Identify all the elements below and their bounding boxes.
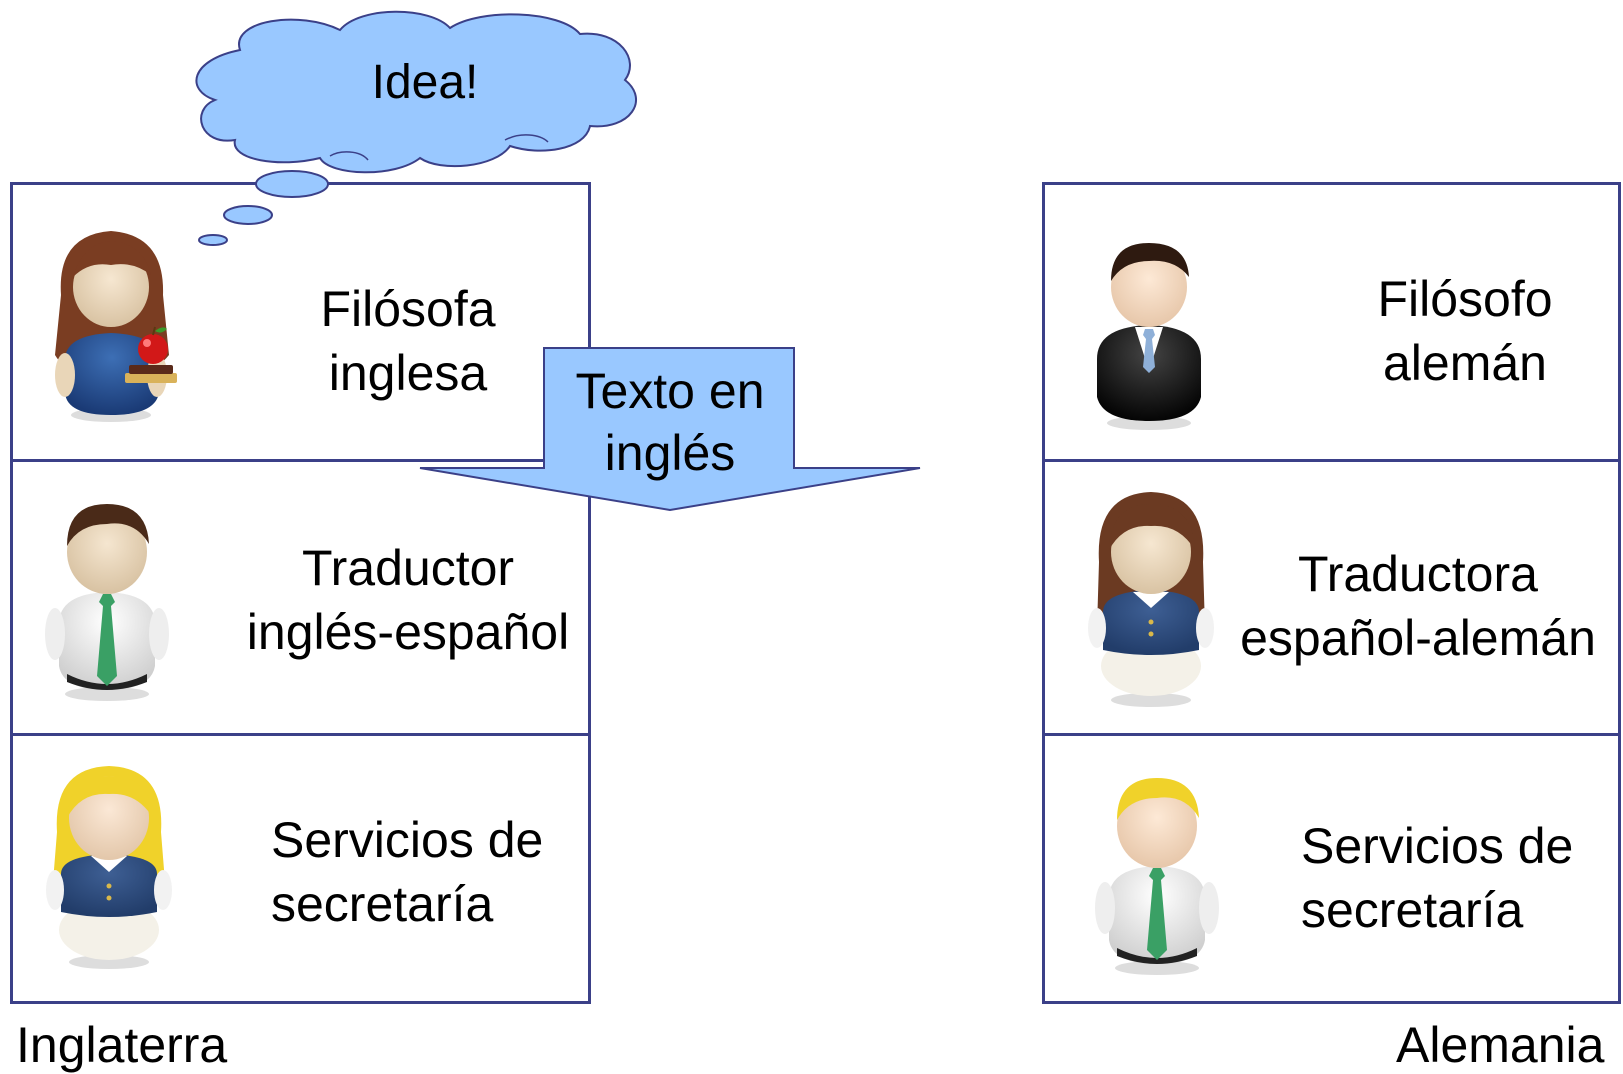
germany-translator-line2: español-alemán [1240,610,1596,666]
blonde-man-white-shirt-icon [1095,778,1219,975]
arrow-text-line2: inglés [605,425,736,481]
thought-dot-large [255,170,329,198]
england-row-philosopher: Filósofa inglesa [13,185,588,459]
woman-teacher-icon [55,231,177,422]
thought-dot-medium [223,205,273,225]
thought-bubble-text: Idea! [372,56,479,109]
england-philosopher-label: Filósofa inglesa [293,277,523,405]
england-translator-line1: Traductor [301,540,515,596]
germany-row-philosopher: Filósofo alemán [1045,185,1618,459]
germany-translator-line1: Traductora [1298,546,1538,602]
arrow-text-line1: Texto en [575,363,764,419]
country-label-germany: Alemania [1396,1017,1605,1073]
germany-row-translator: Traductora español-alemán [1045,459,1618,733]
man-white-shirt-icon [45,504,169,701]
germany-stack: Filósofo alemán [1042,182,1621,1004]
germany-philosopher-label: Filósofo alemán [1345,267,1585,395]
germany-secretary-line2: secretaría [1301,882,1524,938]
man-black-suit-icon [1097,243,1201,430]
germany-secretary-line1: Servicios de [1301,818,1574,874]
england-secretary-line1: Servicios de [271,812,544,868]
england-philosopher-line2: inglesa [328,345,488,401]
england-stack: Filósofa inglesa [10,182,591,1004]
germany-translator-label: Traductora español-alemán [1223,542,1613,670]
germany-secretary-label: Servicios de secretaría [1301,814,1601,942]
england-secretary-line2: secretaría [271,876,494,932]
country-label-england: Inglaterra [16,1017,228,1073]
text-arrow: Texto en inglés [419,347,921,512]
brunette-woman-vest-icon [1088,492,1214,707]
england-secretary-label: Servicios de secretaría [271,808,571,936]
england-translator-line2: inglés-español [246,604,570,660]
england-row-secretary: Servicios de secretaría [13,733,588,1001]
germany-row-secretary: Servicios de secretaría [1045,733,1618,1001]
thought-cloud: Idea! [195,10,637,174]
england-row-translator: Traductor inglés-español [13,459,588,733]
germany-philosopher-line2: alemán [1383,335,1547,391]
germany-philosopher-line1: Filósofo [1377,271,1553,327]
thought-dot-small [198,234,228,246]
england-translator-label: Traductor inglés-español [223,536,593,664]
blonde-woman-vest-icon [46,766,172,969]
england-philosopher-line1: Filósofa [320,281,496,337]
